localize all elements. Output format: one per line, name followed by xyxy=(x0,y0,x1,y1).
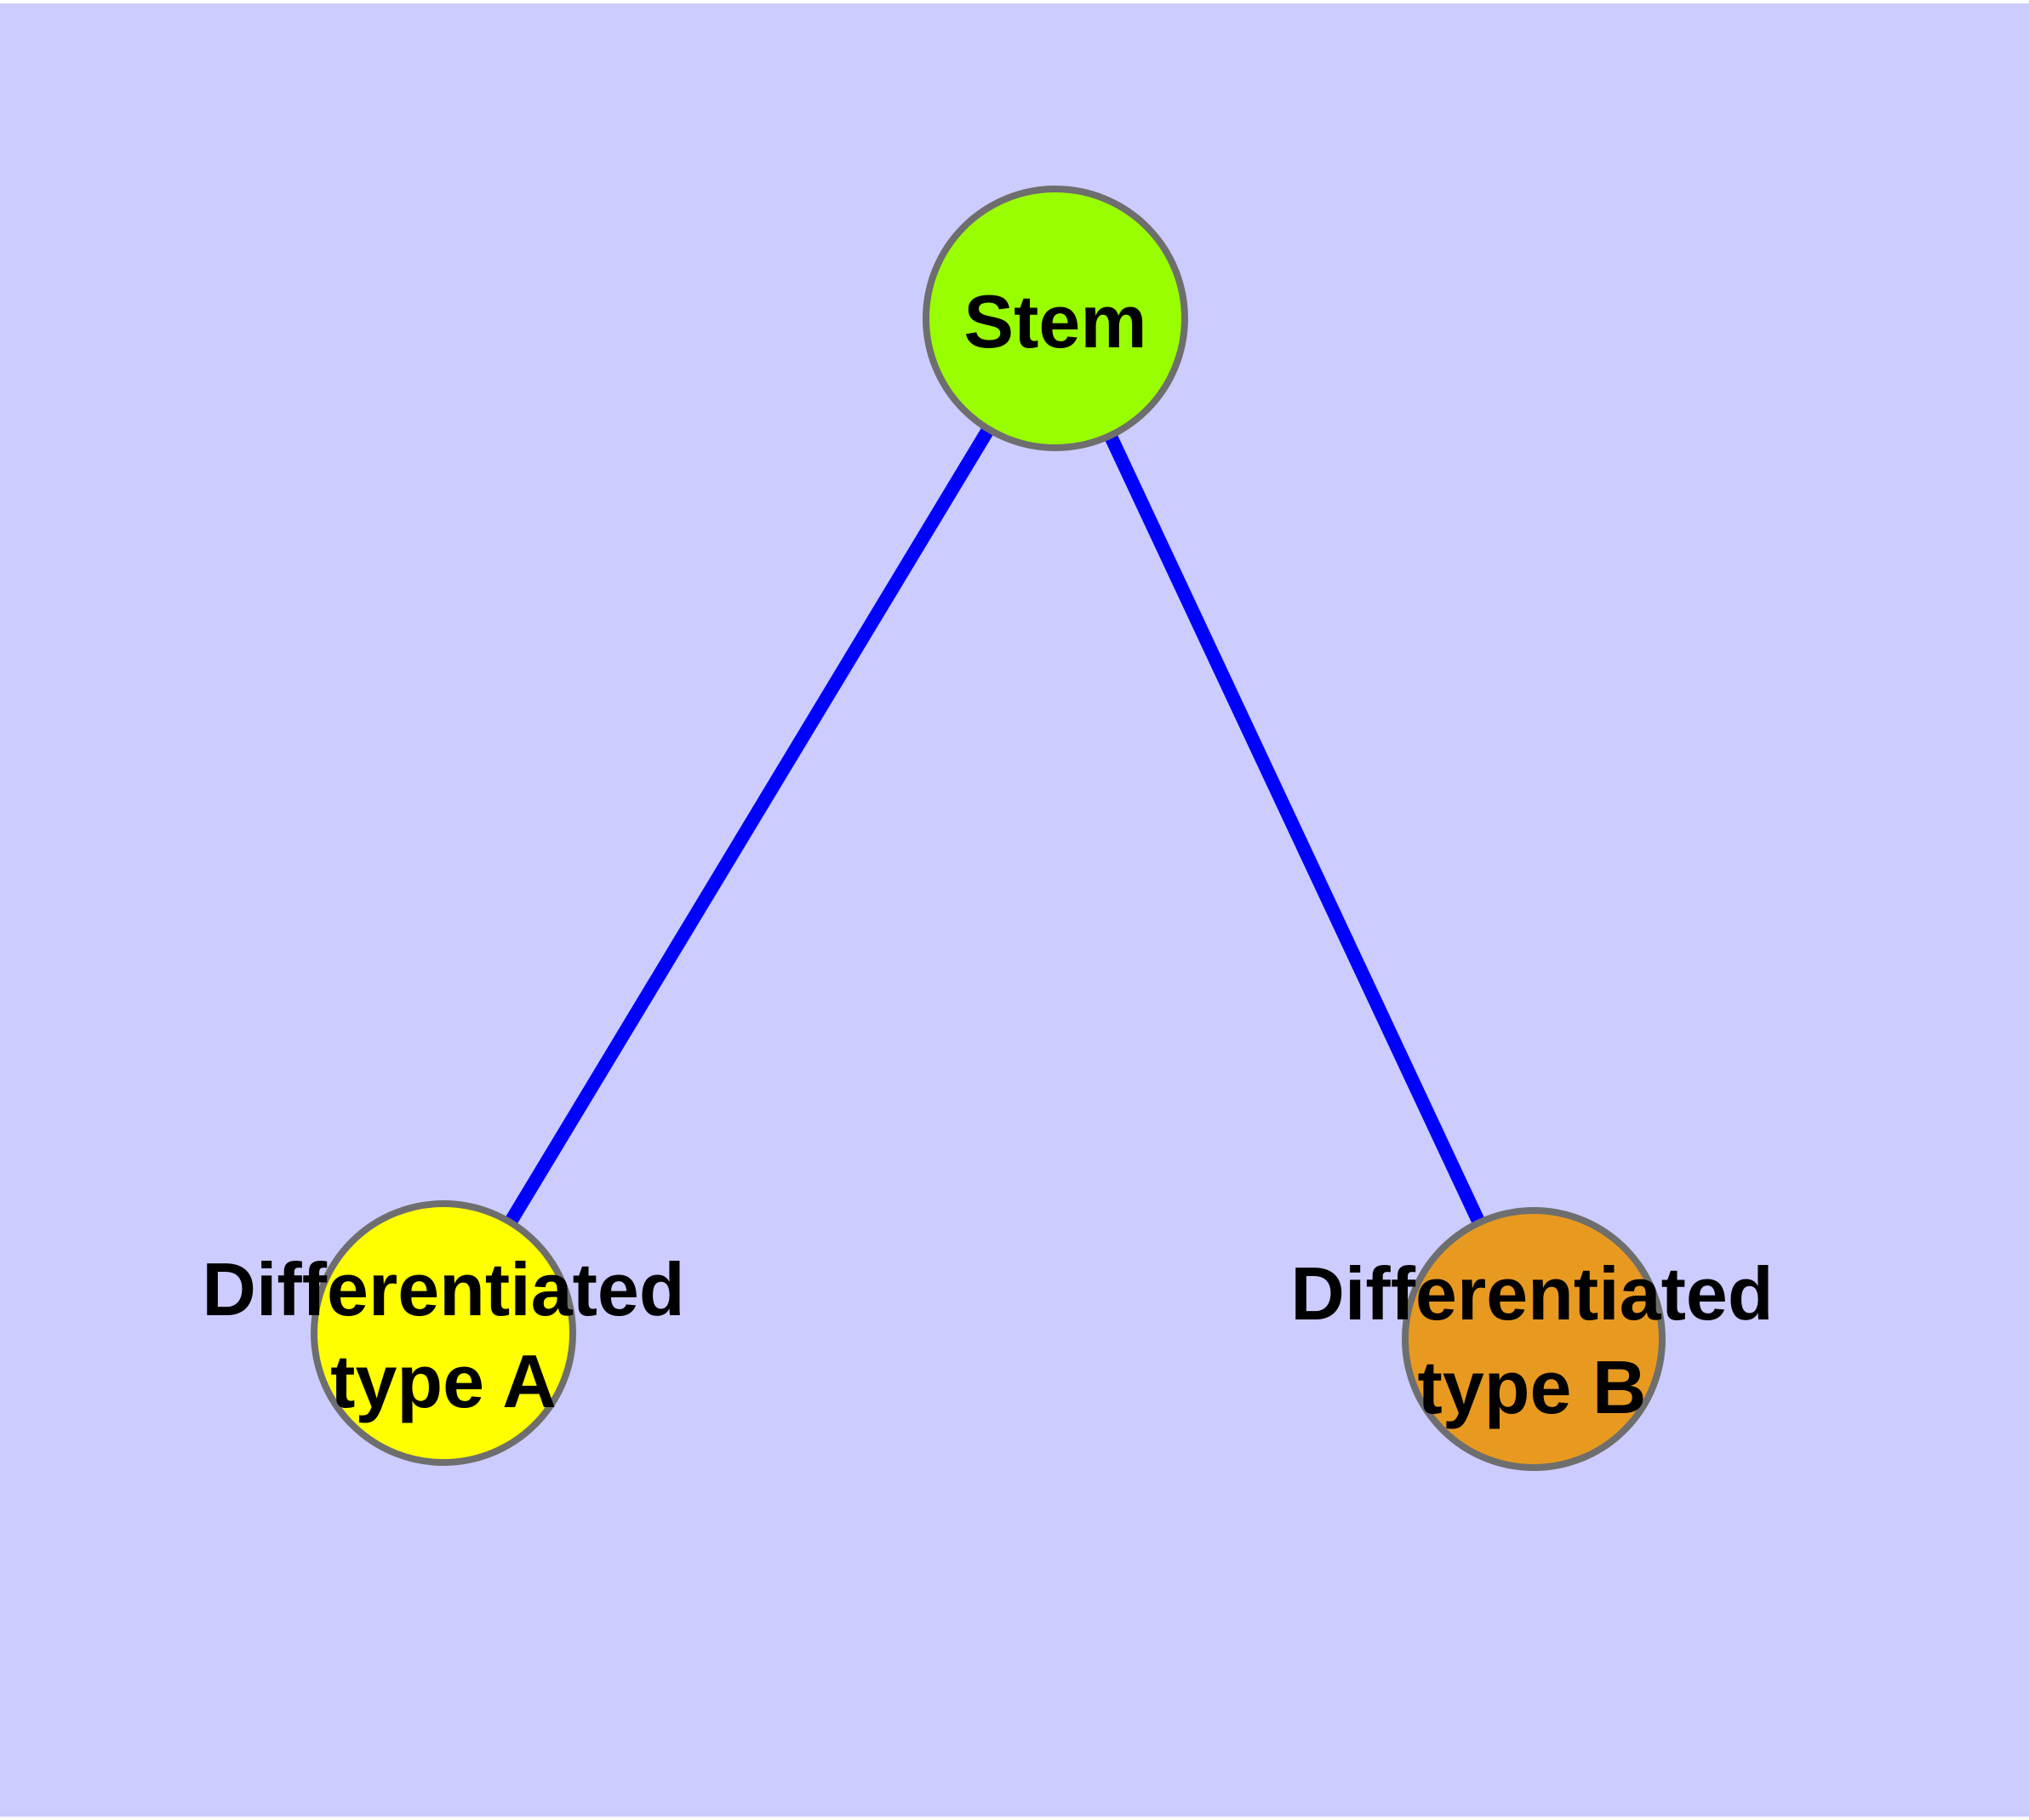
edge-stem-to-type-a xyxy=(437,314,1061,1337)
edge-stem-to-type-b xyxy=(1049,315,1540,1342)
node-differentiated-type-a-label-line2: type A xyxy=(330,1339,557,1423)
node-differentiated-type-b-label-line2: type B xyxy=(1418,1345,1647,1429)
node-differentiated-type-b xyxy=(1402,1207,1666,1471)
node-differentiated-type-b-label-line1: Differentiated xyxy=(1290,1251,1773,1336)
node-differentiated-type-a-label-line1: Differentiated xyxy=(202,1247,684,1331)
node-stem-label: Stem xyxy=(963,279,1146,363)
node-stem xyxy=(923,186,1188,451)
node-differentiated-type-a xyxy=(311,1200,576,1466)
